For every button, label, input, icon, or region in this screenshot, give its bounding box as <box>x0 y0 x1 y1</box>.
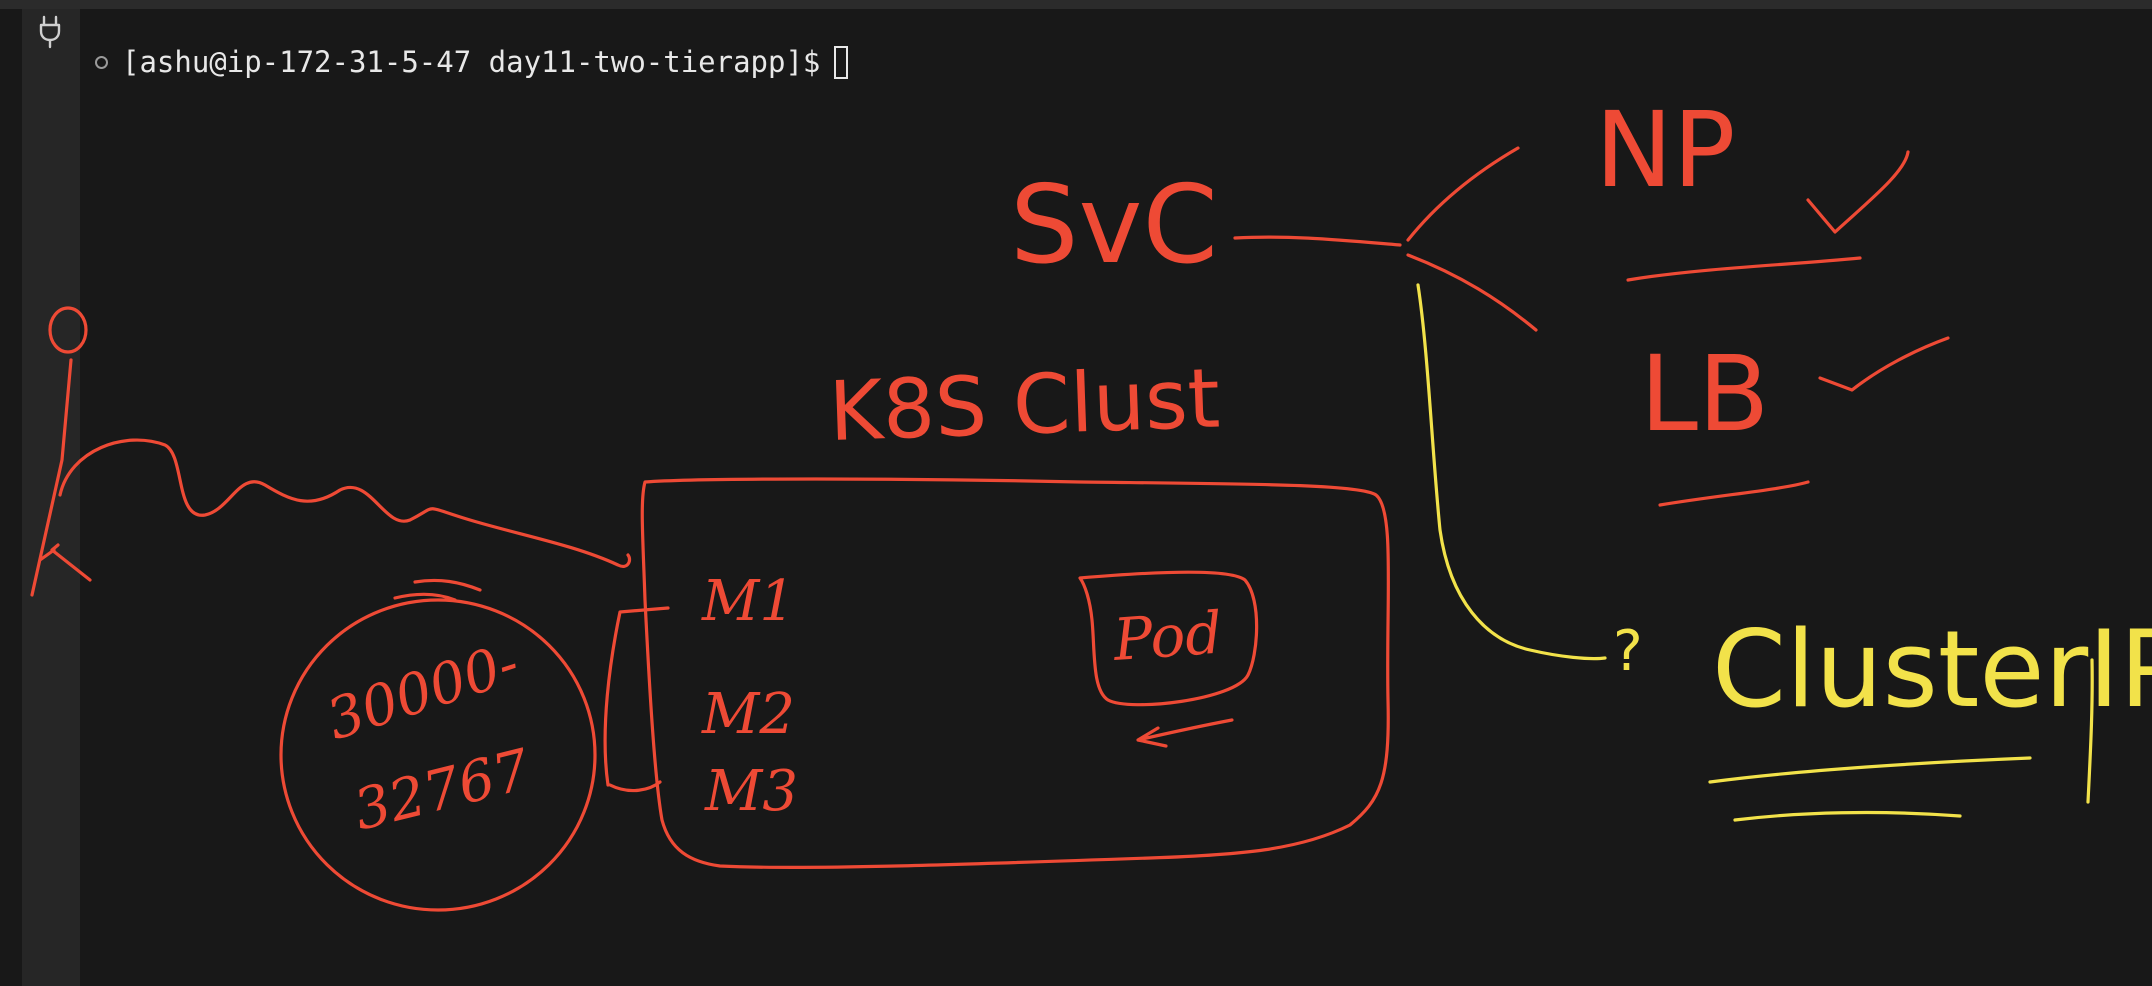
terminal-cursor <box>834 45 849 79</box>
clusterip-underline-2 <box>1733 810 1962 822</box>
svc-branch-clusterip <box>1416 283 1607 661</box>
user-request-line <box>58 438 632 568</box>
node-m2-label: M2 <box>701 682 795 747</box>
node-m3-label: M3 <box>704 759 798 824</box>
plug-icon[interactable] <box>36 14 64 50</box>
np-checkmark <box>1806 150 1910 234</box>
service-types: SvC NP LB ? ClusterIP <box>1010 89 2152 822</box>
clusterip-side-stroke <box>2086 658 2094 804</box>
np-label: NP <box>1595 89 1736 211</box>
svc-branch-np <box>1406 146 1520 242</box>
nodeport-range: 30000- 32767 <box>279 578 597 912</box>
svc-connector <box>1233 235 1402 247</box>
left-edge <box>0 9 22 986</box>
port-range-end-label: 32767 <box>348 737 537 843</box>
pod-label: Pod <box>1110 599 1224 674</box>
clusterip-underline-1 <box>1708 756 2032 784</box>
np-underline <box>1626 256 1862 282</box>
lb-checkmark <box>1818 336 1950 392</box>
k8s-cluster: K8S Clust M1 M2 M3 Pod <box>640 351 1391 870</box>
terminal-panel[interactable] <box>80 9 2152 986</box>
terminal-prompt-line[interactable]: [ashu@ip-172-31-5-47 day11-two-tierapp]$ <box>95 44 849 80</box>
svc-label: SvC <box>1010 163 1218 288</box>
clusterip-question-mark: ? <box>1613 619 1643 684</box>
pod-arrow <box>1136 718 1234 748</box>
clusterip-label: ClusterIP <box>1712 608 2152 731</box>
port-range-start-label: 30000- <box>319 631 527 754</box>
pod-box <box>1078 570 1259 707</box>
window-top-bar <box>0 0 2152 9</box>
command-status-dot <box>95 55 108 69</box>
lb-underline <box>1658 480 1810 507</box>
terminal-gutter <box>22 9 80 986</box>
circle-to-nodes-connector <box>603 606 670 793</box>
k8s-cluster-box <box>640 477 1391 870</box>
node-m1-label: M1 <box>701 569 795 634</box>
terminal-prompt: [ashu@ip-172-31-5-47 day11-two-tierapp]$ <box>122 45 821 79</box>
lb-label: LB <box>1640 333 1769 455</box>
svc-branch-lb <box>1406 253 1538 332</box>
k8s-cluster-label: K8S Clust <box>827 351 1221 460</box>
user-figure <box>30 306 92 597</box>
